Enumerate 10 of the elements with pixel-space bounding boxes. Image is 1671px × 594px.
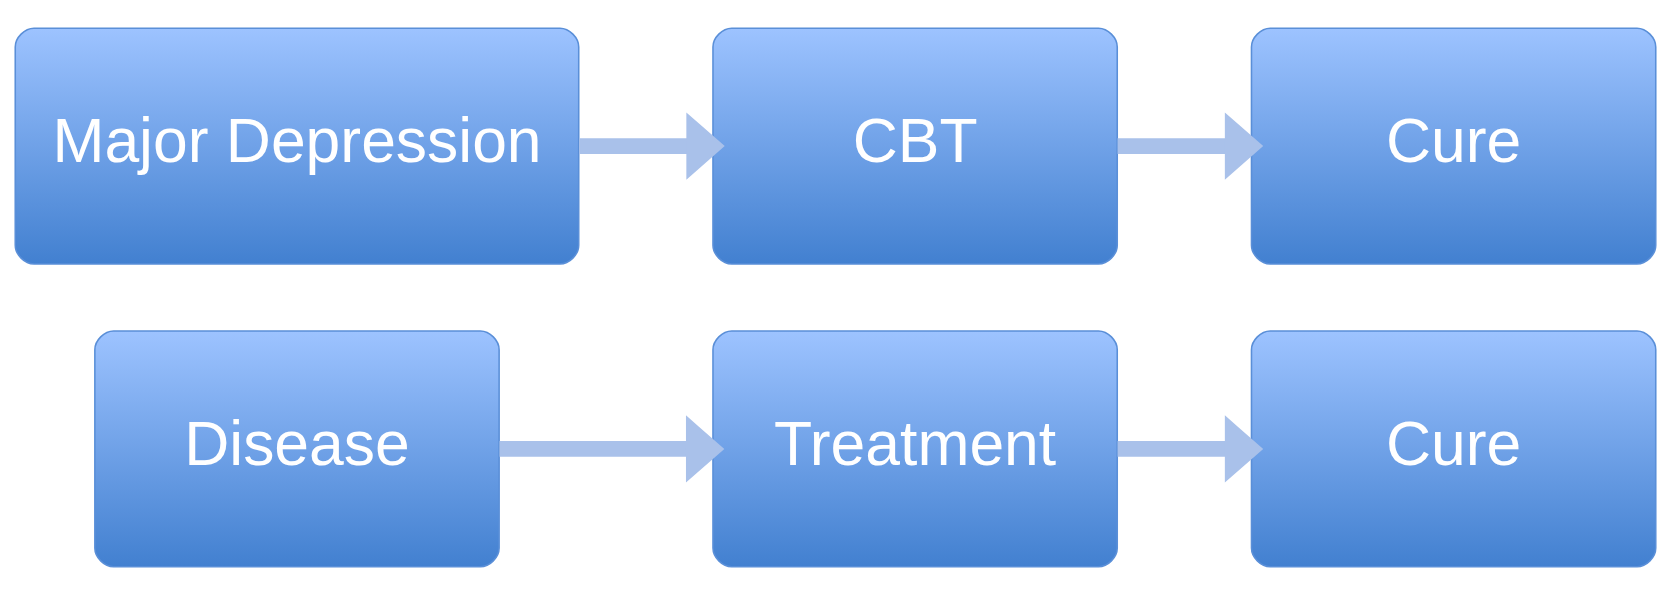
node-box: Disease bbox=[94, 329, 500, 568]
node-box: Cure bbox=[1250, 329, 1657, 568]
arrow bbox=[499, 414, 725, 482]
node-box: CBT bbox=[712, 26, 1118, 265]
node-box: Major Depression bbox=[14, 26, 580, 265]
node-box: Cure bbox=[1250, 26, 1657, 265]
node-box: Treatment bbox=[712, 329, 1118, 568]
arrow bbox=[1117, 414, 1264, 482]
arrow bbox=[579, 112, 725, 180]
arrow bbox=[1117, 112, 1264, 180]
